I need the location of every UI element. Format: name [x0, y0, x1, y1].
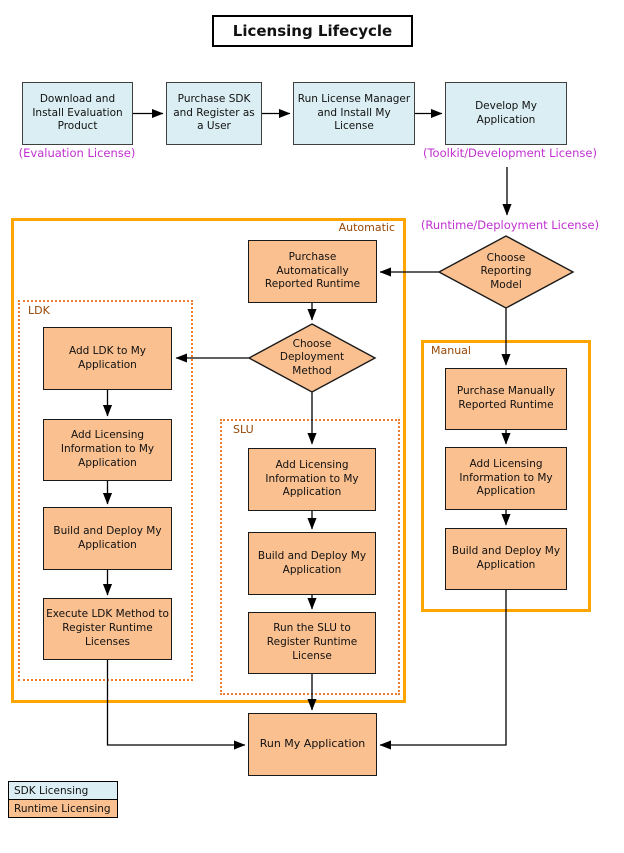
- node-slu-run-slu: Run the SLU to Register Runtime License: [248, 612, 376, 674]
- node-slu-add-licensing-info: Add Licensing Information to My Applicat…: [248, 448, 376, 511]
- node-manual-purchase-runtime: Purchase Manually Reported Runtime: [445, 368, 567, 430]
- decision-reporting-label: Choose Reporting Model: [480, 251, 532, 291]
- license-note-runtime: (Runtime/Deployment License): [420, 218, 600, 232]
- group-manual-label: Manual: [431, 344, 471, 357]
- node-run-my-application: Run My Application: [248, 713, 377, 776]
- node-ldk-build-deploy: Build and Deploy My Application: [43, 507, 172, 570]
- node-ldk-execute-method: Execute LDK Method to Register Runtime L…: [43, 598, 172, 660]
- legend-runtime-licensing: Runtime Licensing: [8, 799, 118, 818]
- page-title: Licensing Lifecycle: [212, 15, 413, 47]
- legend-sdk-licensing: SDK Licensing: [8, 781, 118, 800]
- node-purchase-sdk-register: Purchase SDK and Register as a User: [166, 82, 262, 145]
- node-manual-build-deploy: Build and Deploy My Application: [445, 528, 567, 590]
- node-develop-my-application: Develop My Application: [445, 82, 567, 145]
- group-ldk: [18, 300, 193, 681]
- node-ldk-add-ldk: Add LDK to My Application: [43, 327, 172, 390]
- node-run-license-manager: Run License Manager and Install My Licen…: [293, 82, 415, 145]
- group-slu: [220, 419, 400, 695]
- node-download-install-evaluation: Download and Install Evaluation Product: [22, 82, 133, 145]
- node-ldk-add-licensing-info: Add Licensing Information to My Applicat…: [43, 419, 172, 481]
- node-purchase-auto-runtime: Purchase Automatically Reported Runtime: [248, 240, 377, 303]
- node-manual-add-licensing-info: Add Licensing Information to My Applicat…: [445, 447, 567, 510]
- license-note-toolkit: (Toolkit/Development License): [423, 146, 597, 160]
- decision-deployment-label: Choose Deployment Method: [279, 337, 345, 377]
- group-automatic-label: Automatic: [338, 221, 395, 234]
- node-slu-build-deploy: Build and Deploy My Application: [248, 532, 376, 595]
- group-slu-label: SLU: [233, 423, 254, 436]
- group-ldk-label: LDK: [28, 304, 50, 317]
- license-note-evaluation: (Evaluation License): [18, 146, 136, 160]
